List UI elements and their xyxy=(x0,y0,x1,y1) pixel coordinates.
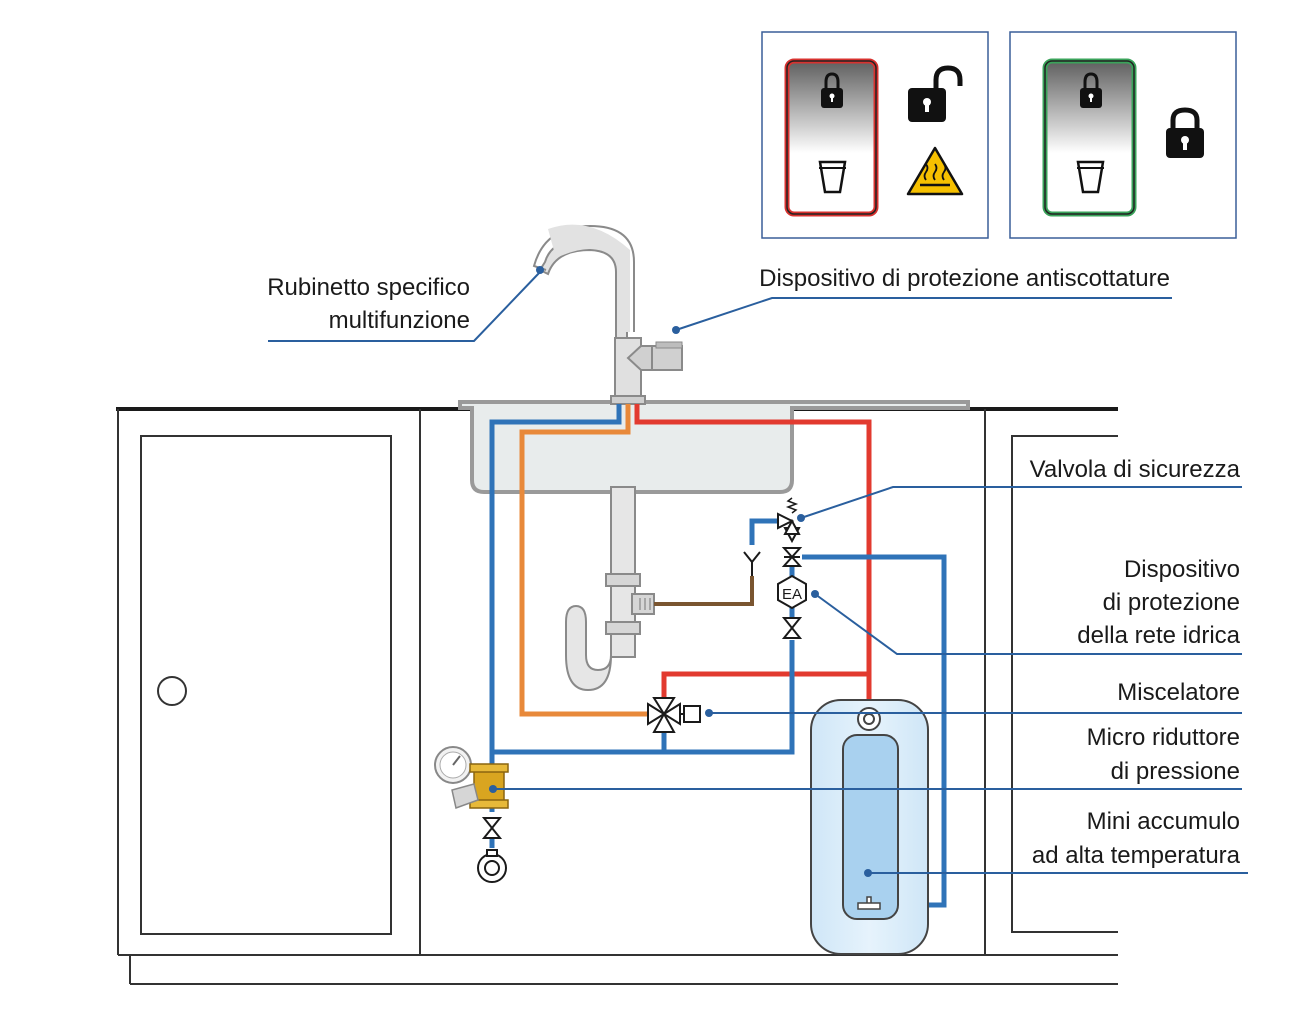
lock-closed-icon xyxy=(1166,107,1204,158)
annotation-lines xyxy=(268,266,1248,877)
label-mixer: Miscelatore xyxy=(1117,679,1240,706)
cup-icon xyxy=(1076,160,1105,194)
label-network-protection-line3: della rete idrica xyxy=(1077,622,1240,649)
inlet-valve-icon xyxy=(481,817,503,839)
label-pressure-reducer-line2: di pressione xyxy=(1111,758,1240,785)
water-inlet-icon xyxy=(477,849,507,883)
cabinet-door-left xyxy=(140,435,392,935)
lock-open-icon xyxy=(908,65,963,122)
svg-text:EA: EA xyxy=(782,586,802,603)
label-network-protection-line2: di protezione xyxy=(1103,589,1240,616)
pressure-reducer-icon xyxy=(451,763,509,809)
label-antiscald: Dispositivo di protezione antiscottature xyxy=(759,265,1170,292)
label-network-protection-line1: Dispositivo xyxy=(1124,556,1240,583)
label-safety-valve: Valvola di sicurezza xyxy=(1030,456,1241,483)
shutoff-valve-icon xyxy=(781,617,803,639)
faucet xyxy=(532,224,683,405)
label-storage-line2: ad alta temperatura xyxy=(1032,842,1241,869)
label-faucet-line2: multifunzione xyxy=(329,307,470,334)
safety-valve-icon xyxy=(777,497,801,544)
storage-tank xyxy=(810,699,929,955)
thermostatic-mixer-icon xyxy=(647,697,701,733)
pressure-gauge-icon xyxy=(434,746,472,784)
cabinet-door-right xyxy=(1011,435,1118,933)
control-panel-unlocked xyxy=(761,31,989,239)
label-pressure-reducer-line1: Micro riduttore xyxy=(1087,724,1240,751)
hot-surface-warning-icon xyxy=(906,146,964,196)
network-protection-device-icon: EA xyxy=(777,574,807,610)
cold-water-pipes xyxy=(489,404,947,908)
mixed-water-pipe xyxy=(519,404,648,717)
cup-icon xyxy=(818,160,847,194)
door-knob xyxy=(157,676,187,706)
hot-water-pipes xyxy=(634,404,872,700)
tundish-icon xyxy=(743,551,761,576)
control-panel-locked xyxy=(1009,31,1237,239)
label-storage-line1: Mini accumulo xyxy=(1087,808,1240,835)
drain-pipe xyxy=(654,576,754,606)
lock-closed-icon xyxy=(1080,72,1102,108)
lock-closed-icon xyxy=(821,72,843,108)
check-valve-icon xyxy=(781,547,803,567)
label-faucet-line1: Rubinetto specifico xyxy=(267,274,470,301)
